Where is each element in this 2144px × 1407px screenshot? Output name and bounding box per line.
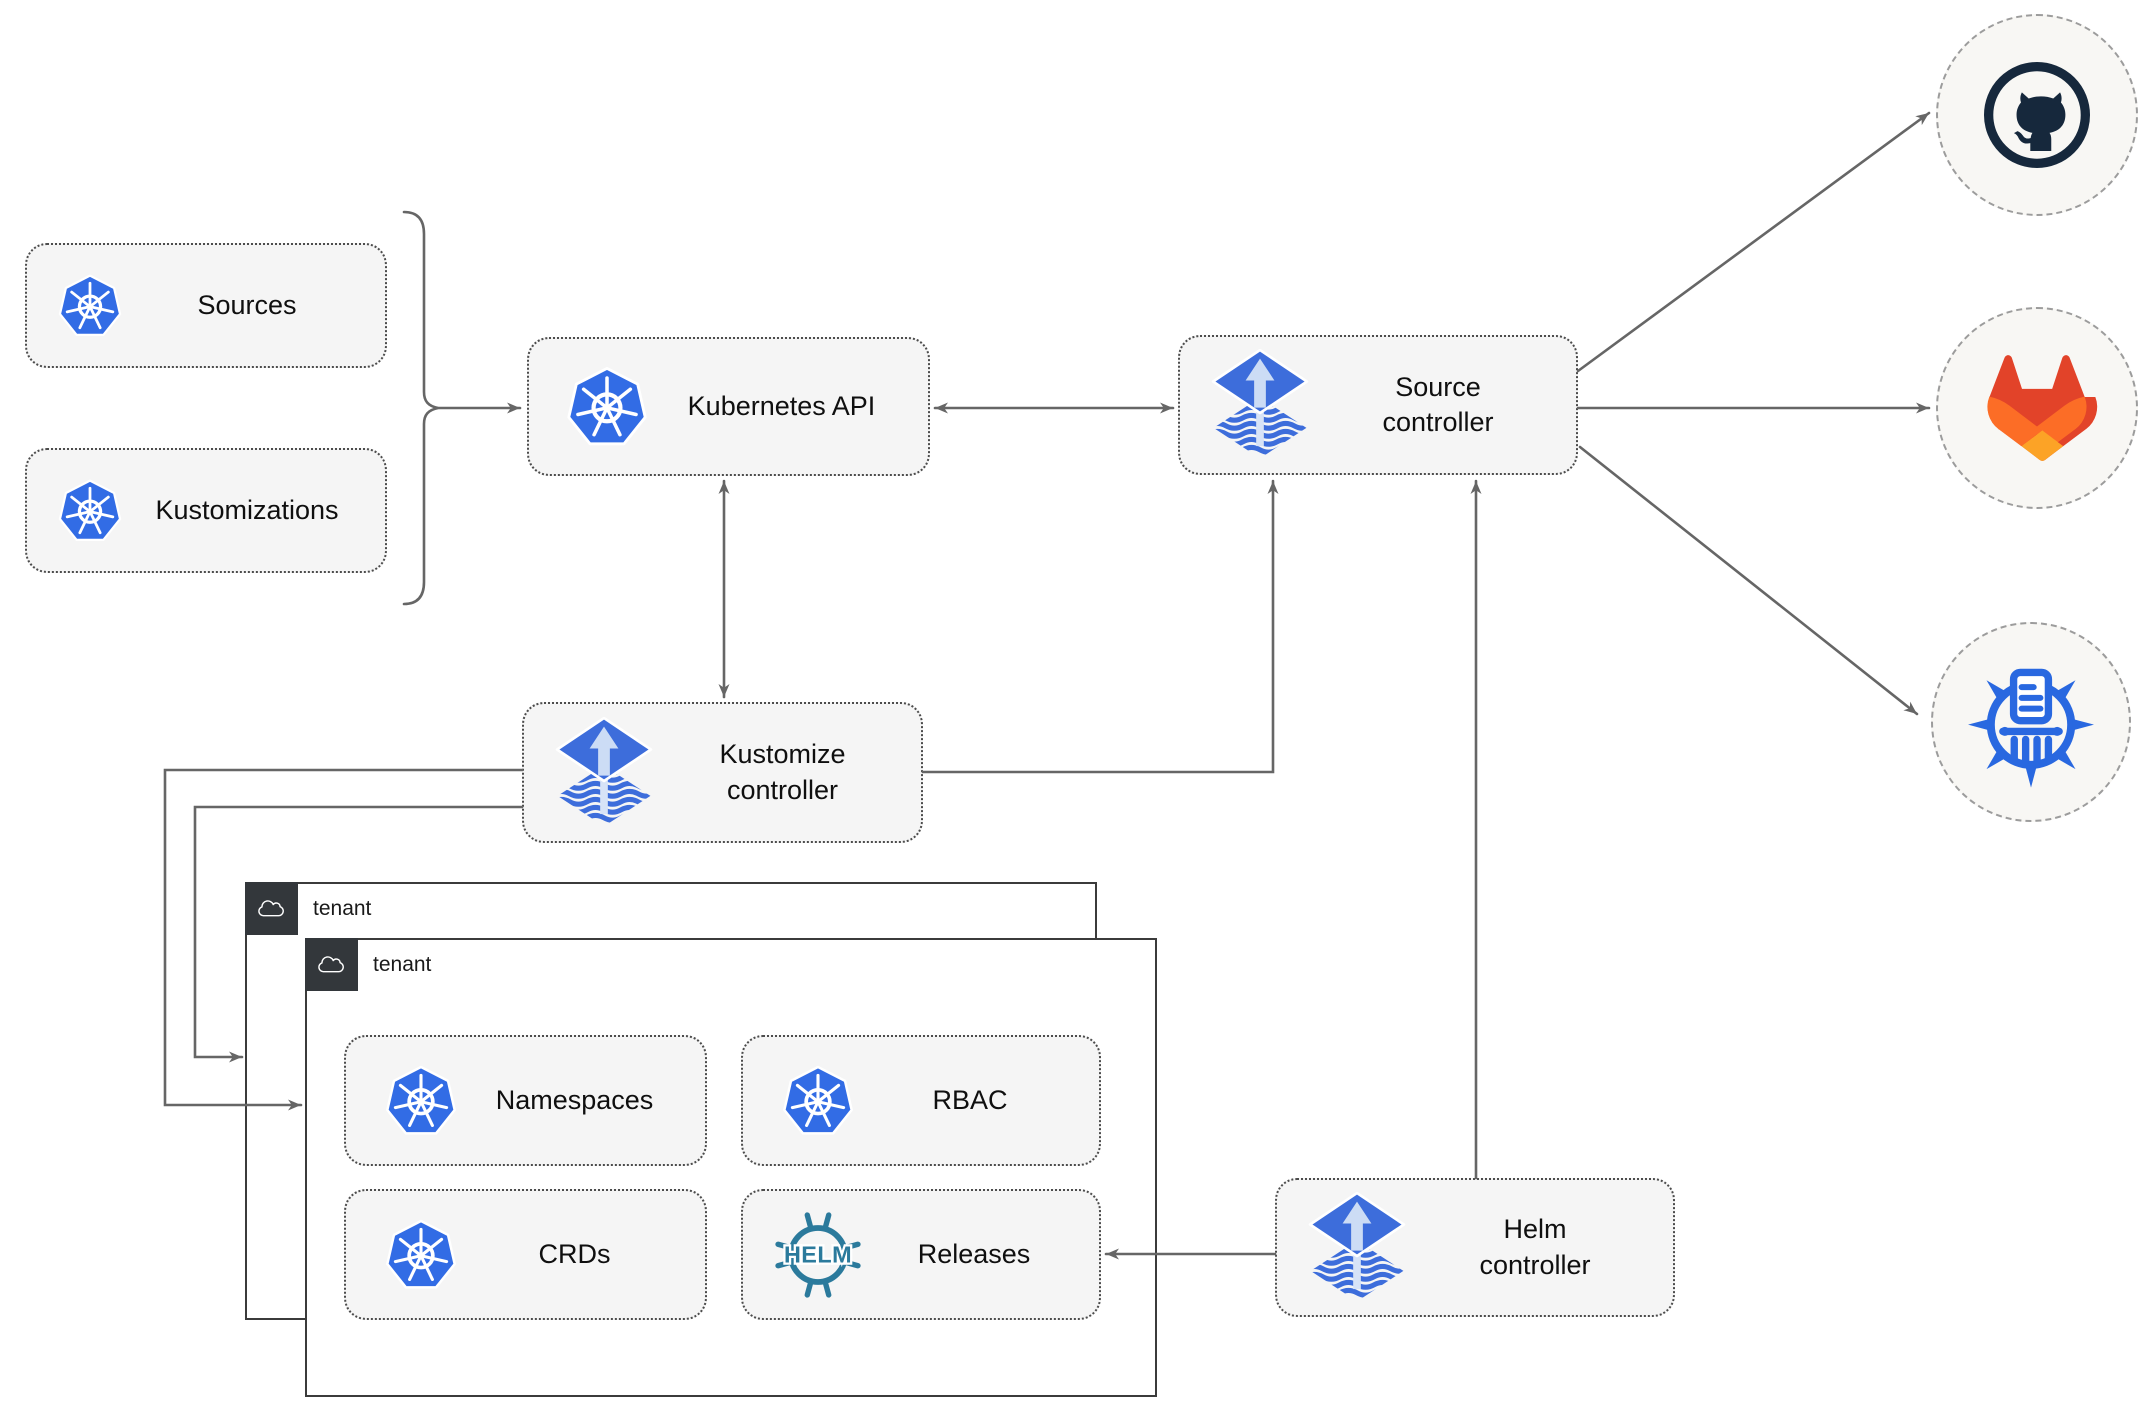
edge-kustomize-controller-to-source-controller [921,479,1279,774]
chartmuseum-icon [1964,655,2098,789]
kubernetes-icon [57,478,123,544]
node-label: CRDs [538,1238,611,1269]
node-crds: CRDs [344,1189,707,1320]
kubernetes-icon [57,273,123,339]
github-icon [1975,53,2099,177]
node-releases: Releases [741,1189,1101,1320]
kubernetes-icon [384,1064,458,1138]
brace-sources-group [402,210,439,606]
node-label: Source controller [1382,371,1494,437]
node-kustomize-controller: Kustomize controller [522,702,923,843]
node-label: Namespaces [495,1084,654,1115]
tenant-badge [244,881,298,935]
node-rbac: RBAC [741,1035,1101,1166]
node-kubernetes-api: Kubernetes API [527,337,930,476]
node-sources: Sources [25,243,387,368]
gitlab-icon [1976,352,2098,464]
cloud-icon [255,896,287,920]
flux-icon [550,717,658,829]
node-label: Helm controller [1479,1214,1591,1280]
tenant-label: tenant [313,897,372,920]
node-label: Kustomize controller [719,739,846,805]
flux-icon [1206,349,1314,461]
endpoint-gitlab [1936,307,2138,509]
node-helm-controller: Helm controller [1275,1178,1675,1317]
helm-icon [773,1210,863,1300]
tenant-label: tenant [373,953,432,976]
kubernetes-icon [781,1064,855,1138]
tenant-container-front: tenant [304,937,1157,1397]
node-label: Kustomizations [155,494,339,525]
kubernetes-icon [565,365,649,449]
kubernetes-icon [384,1218,458,1292]
node-namespaces: Namespaces [344,1035,707,1166]
node-label: Sources [197,289,297,320]
cloud-icon [315,952,347,976]
node-label: Kubernetes API [687,390,876,421]
node-label: RBAC [932,1084,1008,1115]
endpoint-chart-repository [1931,622,2131,822]
tenant-badge [304,937,358,991]
flux-icon [1303,1192,1411,1304]
node-label: Releases [917,1238,1031,1269]
node-kustomizations: Kustomizations [25,448,387,573]
node-source-controller: Source controller [1178,335,1578,475]
edge-source-controller-to-chart-repository [1578,445,1919,716]
endpoint-github [1936,14,2138,216]
edge-source-controller-to-github [1576,111,1931,373]
